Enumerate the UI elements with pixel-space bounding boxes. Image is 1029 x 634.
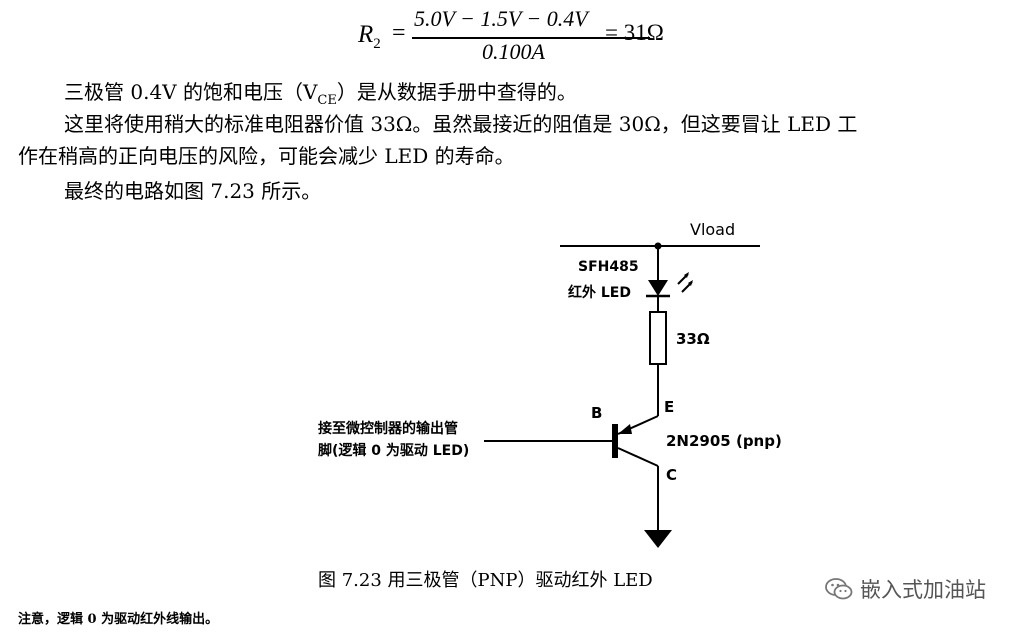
led-arrowhead-1: [684, 272, 689, 278]
input-label-line2: 脚(逻辑 0 为驱动 LED): [318, 443, 470, 459]
figure-note: 注意，逻辑 0 为驱动红外线输出。: [18, 612, 219, 627]
wechat-icon: [825, 578, 853, 600]
transistor-part-label: 2N2905 (pnp): [666, 432, 782, 450]
collector-label: C: [666, 466, 678, 484]
equation-equals: =: [392, 20, 406, 46]
paragraph-final-circuit: 最终的电路如图 7.23 所示。: [64, 179, 322, 203]
transistor-base-bar: [612, 424, 618, 458]
led-desc-label: 红外 LED: [568, 285, 631, 301]
paragraph-resistor-line1: 这里将使用稍大的标准电阻器价值 33Ω。虽然最接近的阻值是 30Ω，但这要冒让 …: [64, 112, 858, 136]
resistor-value-label: 33Ω: [676, 330, 710, 348]
input-label-line1: 接至微控制器的输出管: [318, 421, 458, 437]
emitter-label: E: [664, 398, 675, 416]
equation-denominator: 0.100A: [482, 39, 545, 64]
base-label: B: [591, 404, 603, 422]
vload-label: Vload: [690, 220, 736, 239]
equation: R2 = 5.0V − 1.5V − 0.4V 0.100A = 31Ω: [352, 6, 692, 64]
fraction-bar: [412, 37, 650, 39]
ground-symbol: [644, 530, 672, 548]
paragraph-saturation: 三极管 0.4V 的饱和电压（VCE）是从数据手册中查得的。: [64, 80, 577, 108]
watermark-text: 嵌入式加油站: [860, 578, 986, 602]
equation-result: = 31Ω: [605, 20, 664, 45]
led-part-label: SFH485: [578, 259, 639, 275]
collector-lead: [617, 447, 659, 467]
equation-lhs: R2: [358, 21, 381, 52]
watermark: 嵌入式加油站: [824, 574, 986, 604]
paragraph-resistor-line2: 作在稍高的正向电压的风险，可能会减少 LED 的寿命。: [18, 144, 515, 168]
junction-dot: [654, 242, 662, 250]
led-arrowhead-2: [688, 280, 693, 286]
equation-numerator: 5.0V − 1.5V − 0.4V: [414, 6, 588, 31]
emitter-arrow: [618, 424, 632, 434]
led-symbol: [648, 280, 668, 296]
figure-caption: 图 7.23 用三极管（PNP）驱动红外 LED: [318, 570, 653, 591]
resistor-symbol: [649, 311, 667, 365]
